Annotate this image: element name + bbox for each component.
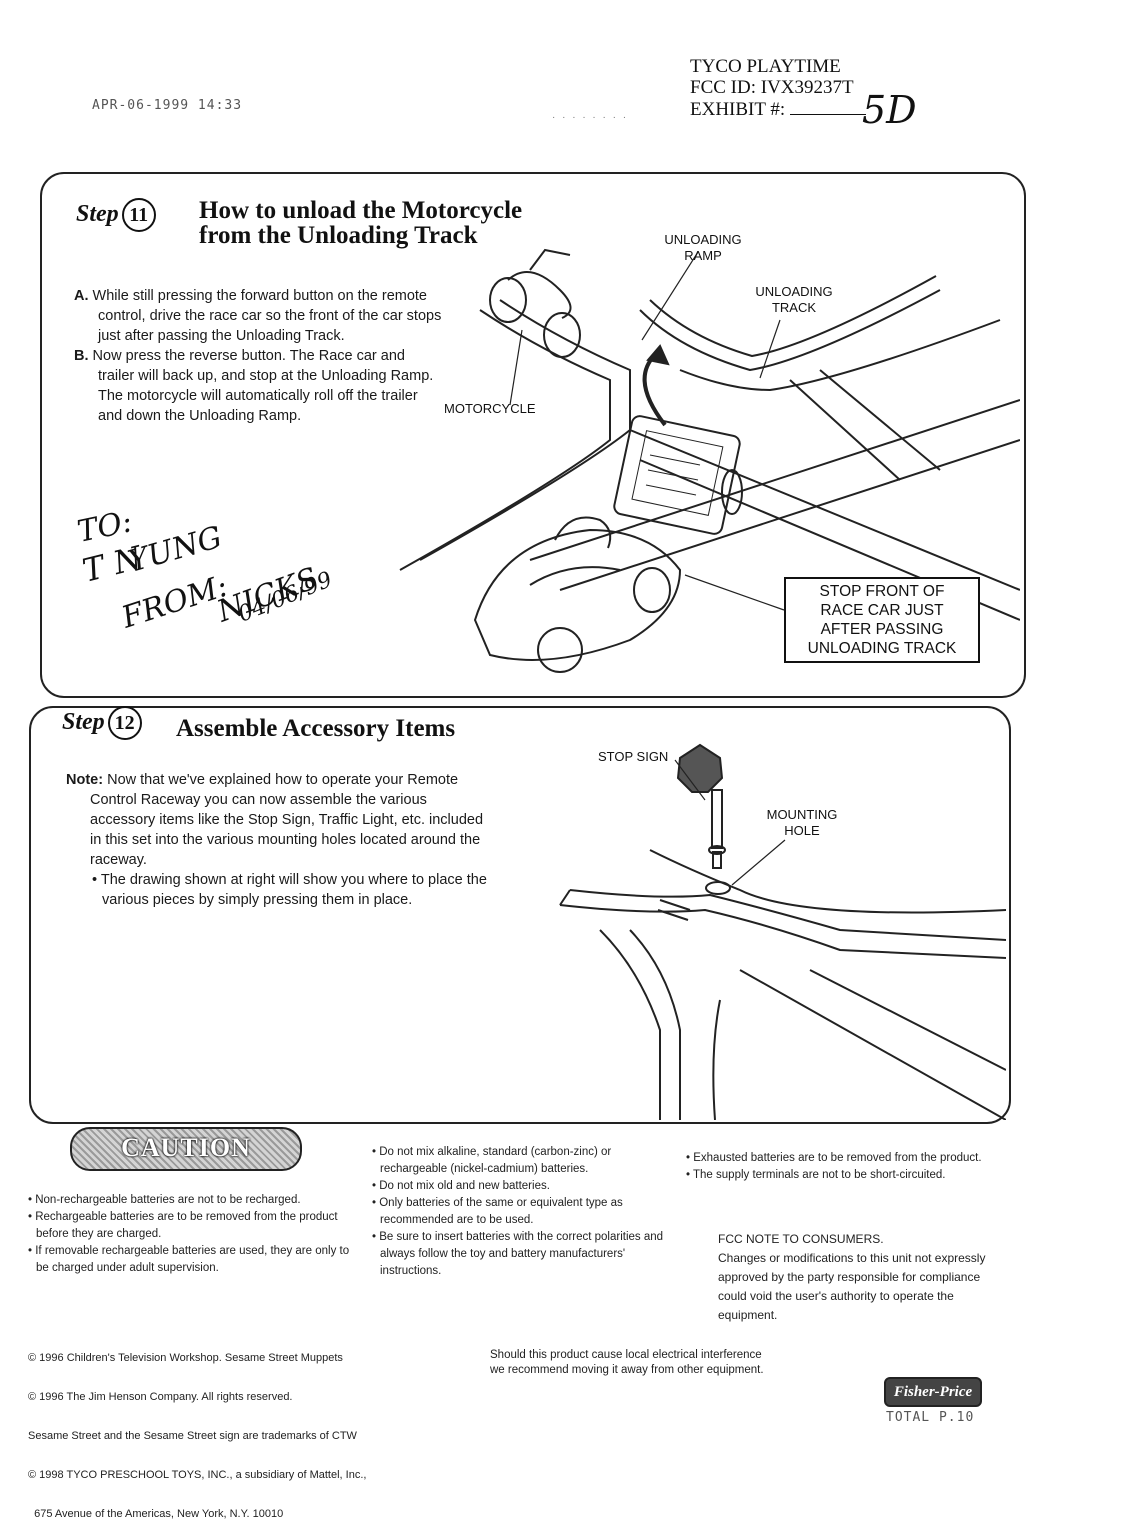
- instruction-b-label: B.: [74, 348, 89, 364]
- exhibit-handwritten-value: 5D: [862, 88, 917, 132]
- copyright-line: © 1998 TYCO PRESCHOOL TOYS, INC., a subs…: [28, 1469, 367, 1481]
- label-unloading-ramp: UNLOADING RAMP: [664, 232, 742, 263]
- instruction-a-label: A.: [74, 288, 89, 304]
- stop-note-line: AFTER PASSING: [820, 621, 944, 638]
- copyright-block: © 1996 Children's Television Workshop. S…: [28, 1326, 478, 1534]
- title-line-1: How to unload the Motorcycle: [199, 197, 523, 224]
- step-12-panel: [29, 706, 1011, 1124]
- handwritten-note: TO: T N YUNG FROM: NICKS 04/06/99: [74, 510, 335, 636]
- instruction-b: B. Now press the reverse button. The Rac…: [74, 346, 444, 426]
- interference-note: Should this product cause local electric…: [490, 1348, 870, 1378]
- title-line-2: from the Unloading Track: [199, 222, 478, 249]
- caution-item: If removable rechargeable batteries are …: [28, 1243, 358, 1277]
- caution-item: The supply terminals are not to be short…: [686, 1167, 996, 1184]
- step-12-instructions: Note: Now that we've explained how to op…: [66, 770, 496, 910]
- exhibit-line: EXHIBIT #:: [690, 98, 866, 120]
- stop-sign-icon: [676, 743, 724, 793]
- copyright-line: 675 Avenue of the Americas, New York, N.…: [28, 1508, 284, 1520]
- note-bullet: • The drawing shown at right will show y…: [92, 872, 487, 908]
- label-mounting-hole: MOUNTING HOLE: [766, 807, 838, 838]
- step-12-title: Assemble Accessory Items: [176, 715, 456, 742]
- step-word: Step: [76, 201, 119, 227]
- caution-item: Non-rechargeable batteries are not to be…: [28, 1192, 358, 1209]
- step-number-badge: 11: [121, 198, 156, 232]
- hand-line: YUNG: [125, 520, 226, 580]
- fax-timestamp: APR-06-1999 14:33: [92, 98, 243, 113]
- label-stop-sign: STOP SIGN: [598, 749, 669, 764]
- stop-note-line: UNLOADING TRACK: [807, 640, 957, 657]
- note-bullet-text: The drawing shown at right will show you…: [100, 872, 487, 908]
- stop-note-line: RACE CAR JUST: [820, 602, 944, 619]
- fisher-price-logo: Fisher-Price: [884, 1377, 982, 1407]
- fcc-note: FCC NOTE TO CONSUMERS. Changes or modifi…: [718, 1230, 998, 1325]
- caution-item: Only batteries of the same or equivalent…: [372, 1195, 672, 1229]
- caution-list-3: Exhausted batteries are to be removed fr…: [686, 1150, 996, 1184]
- unloading-track-edge: [639, 289, 941, 372]
- fax-artifact: · · · · · · · ·: [552, 112, 629, 123]
- caution-list-2: Do not mix alkaline, standard (carbon-zi…: [372, 1144, 672, 1280]
- fcc-note-text: Changes or modifications to this unit no…: [718, 1251, 986, 1322]
- label-motorcycle: MOTORCYCLE: [444, 401, 536, 416]
- caution-item: Rechargeable batteries are to be removed…: [28, 1209, 358, 1243]
- exhibit-blank: [789, 98, 866, 115]
- company-name: TYCO PLAYTIME: [690, 56, 841, 77]
- fax-total-pages: TOTAL P.10: [886, 1410, 975, 1425]
- fcc-header-block: TYCO PLAYTIME FCC ID: IVX39237T EXHIBIT …: [690, 56, 866, 120]
- instruction-a-text: While still pressing the forward button …: [92, 288, 442, 344]
- step-11-title: How to unload the Motorcycle from the Un…: [199, 198, 522, 248]
- step-11-panel: [40, 172, 1026, 698]
- note-paragraph: Note: Now that we've explained how to op…: [66, 770, 496, 870]
- stop-front-note-box: STOP FRONT OF RACE CAR JUST AFTER PASSIN…: [784, 577, 980, 663]
- label-unloading-track: UNLOADING TRACK: [755, 284, 833, 315]
- note-text: Now that we've explained how to operate …: [90, 772, 484, 868]
- interference-line: Should this product cause local electric…: [490, 1349, 762, 1361]
- copyright-line: © 1996 The Jim Henson Company. All right…: [28, 1391, 293, 1403]
- interference-line: we recommend moving it away from other e…: [490, 1364, 764, 1376]
- accessory-illustration: [559, 743, 1006, 1120]
- caution-item: Be sure to insert batteries with the cor…: [372, 1229, 672, 1280]
- step-number-badge: 12: [107, 706, 142, 740]
- caution-item: Exhausted batteries are to be removed fr…: [686, 1150, 996, 1167]
- copyright-line: Sesame Street and the Sesame Street sign…: [28, 1430, 357, 1442]
- unloading-track-illustration: [399, 248, 1020, 673]
- step-11-instructions: A. While still pressing the forward butt…: [74, 286, 444, 426]
- step-word: Step: [62, 709, 105, 735]
- caution-badge: CAUTION: [70, 1127, 302, 1171]
- fcc-id: FCC ID: IVX39237T: [690, 77, 854, 98]
- caution-item: Do not mix old and new batteries.: [372, 1178, 672, 1195]
- exhibit-label: EXHIBIT #:: [690, 99, 786, 120]
- fcc-note-title: FCC NOTE TO CONSUMERS.: [718, 1232, 884, 1246]
- caution-item: Do not mix alkaline, standard (carbon-zi…: [372, 1144, 672, 1178]
- instruction-b-text: Now press the reverse button. The Race c…: [92, 348, 434, 424]
- stop-note-line: STOP FRONT OF: [819, 583, 945, 600]
- caution-list-1: Non-rechargeable batteries are not to be…: [28, 1192, 358, 1277]
- instruction-a: A. While still pressing the forward butt…: [74, 286, 444, 346]
- copyright-line: © 1996 Children's Television Workshop. S…: [28, 1352, 343, 1364]
- note-label: Note:: [66, 772, 104, 788]
